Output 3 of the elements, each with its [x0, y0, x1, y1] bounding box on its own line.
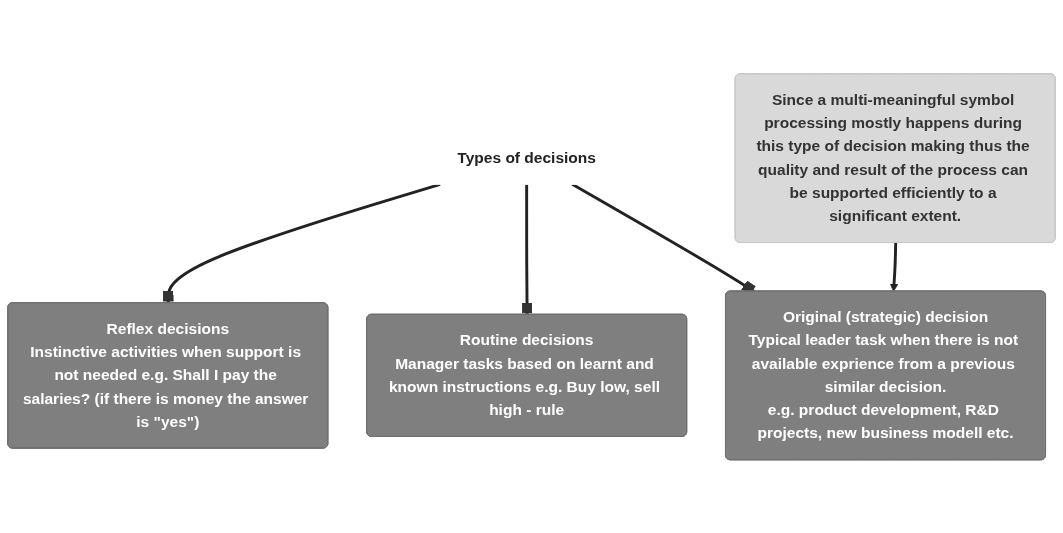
arrow: [889, 242, 899, 292]
node-text: Types of decisions: [457, 149, 596, 166]
connector: [521, 184, 533, 315]
